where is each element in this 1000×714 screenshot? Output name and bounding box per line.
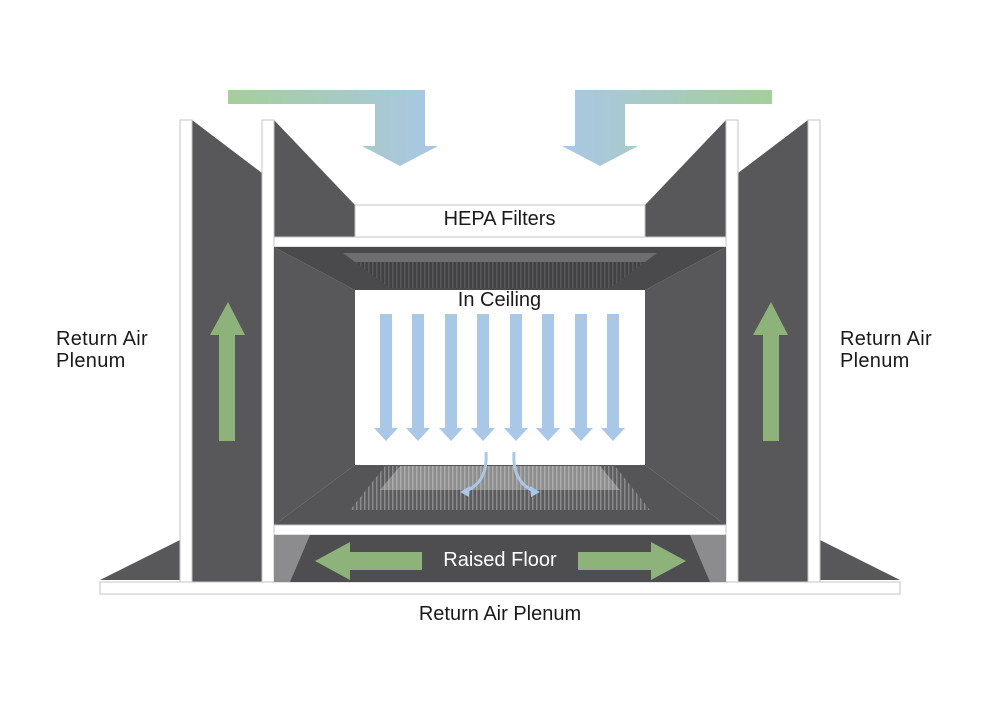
ceiling-diffuser	[343, 253, 657, 288]
right-intake-arrow	[562, 90, 772, 166]
bottom-return-plenum-label: Return Air Plenum	[418, 603, 582, 625]
left-plenum-line2: Plenum	[56, 350, 126, 372]
floor-slab	[273, 524, 727, 536]
right-outer-post	[807, 119, 821, 583]
left-upper-wall	[274, 120, 355, 237]
hepa-filter-block	[354, 204, 646, 238]
raised-floor-arrow-right	[578, 542, 686, 580]
left-inner-post	[261, 119, 275, 583]
base-slab	[99, 581, 901, 595]
right-return-plenum-label: Return Air Plenum	[840, 328, 932, 372]
raised-floor-label: Raised Floor	[443, 549, 557, 571]
downflow-arrows	[374, 314, 625, 441]
hepa-filters-label: HEPA Filters	[443, 208, 556, 230]
left-plenum-line1: Return Air	[56, 328, 148, 350]
raised-floor-arrow-left	[315, 542, 422, 580]
left-return-arrow	[210, 302, 245, 441]
left-return-plenum-label: Return Air Plenum	[56, 328, 148, 372]
floor-flow-arrowhead-left	[460, 486, 470, 497]
left-intake-arrow	[228, 90, 438, 166]
floor-flow-arrowhead-right	[530, 486, 540, 497]
right-upper-wall	[645, 120, 726, 237]
right-plenum-line2: Plenum	[840, 350, 910, 372]
right-inner-post	[725, 119, 739, 583]
floor-grille	[350, 466, 650, 510]
ceiling-slab	[273, 236, 727, 248]
left-outer-post	[179, 119, 193, 583]
right-return-arrow	[753, 302, 788, 441]
right-plenum-line1: Return Air	[840, 328, 932, 350]
in-ceiling-label: In Ceiling	[457, 289, 542, 311]
